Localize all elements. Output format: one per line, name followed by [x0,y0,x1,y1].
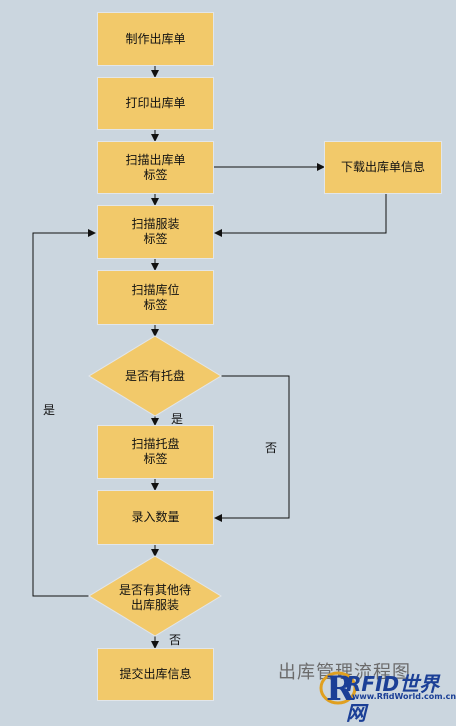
box-print-outbound-order: 打印出库单 [97,77,214,130]
arrow-pallet-decision-no [214,375,290,522]
logo-url: www.RfidWorld.com.cn [352,692,456,701]
box-enter-quantity: 录入数量 [97,490,214,545]
box-download-order-info: 下载出库单信息 [324,141,442,194]
decision-more-garments-label: 是否有其他待 出库服装 [118,583,191,612]
box-scan-order-label: 扫描出库单 标签 [97,141,214,194]
rfidworld-logo: R [319,669,357,709]
edge-label-pallet-yes: 是 [171,412,184,426]
box-scan-pallet-label: 扫描托盘 标签 [97,425,214,479]
box-scan-location-label: 扫描库位 标签 [97,270,214,325]
arrow-more-decision-yes-loop [32,229,96,597]
decision-more-garments-shape [88,555,222,637]
decision-has-pallet-label: 是否有托盘 [124,369,185,383]
edge-label-more-no: 否 [169,633,182,647]
box-make-outbound-order: 制作出库单 [97,12,214,66]
arrow-download-to-scan-garment [214,194,387,237]
box-scan-garment-label: 扫描服装 标签 [97,205,214,259]
svg-text:R: R [326,669,355,709]
flowchart-canvas [32,66,387,649]
box-submit-outbound-info: 提交出库信息 [97,648,214,701]
edge-label-more-yes: 是 [43,403,56,417]
edge-label-pallet-no: 否 [265,441,278,455]
decision-has-pallet-shape [88,335,222,417]
